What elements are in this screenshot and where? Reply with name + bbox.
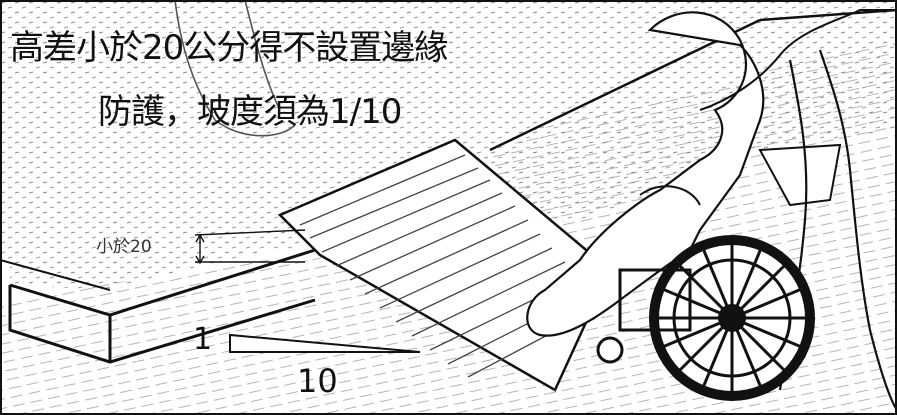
height-difference-label: 小於20 [96, 237, 152, 257]
ramp-grooves [299, 154, 596, 378]
platform-corner-top [0, 259, 111, 291]
caption-line-2: 防護，坡度須為1/10 [98, 92, 402, 132]
platform-surface [0, 0, 897, 260]
slope-rise-label: 1 [193, 322, 213, 357]
height-arrows [195, 233, 205, 265]
caption-line-1: 高差小於20公分得不設置邊緣 [10, 28, 448, 68]
slope-triangle [229, 333, 421, 353]
ramp [277, 138, 612, 392]
wheelchair-user [526, 9, 897, 337]
slope-run-label: 10 [297, 362, 338, 400]
pedestrian-legs [174, 0, 296, 137]
wheelchair [596, 235, 815, 401]
height-dimension [194, 229, 306, 263]
